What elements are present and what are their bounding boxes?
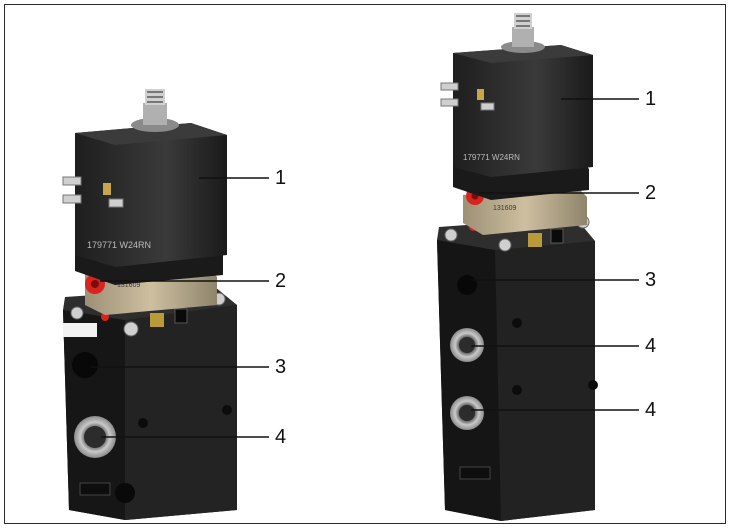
callout-right-1: 1 xyxy=(645,88,657,110)
right-coil: 179771 W24RN xyxy=(453,45,593,177)
left-port-4 xyxy=(74,416,116,458)
right-stem-nut xyxy=(501,13,545,53)
left-stem-nut xyxy=(131,89,179,132)
left-port-3 xyxy=(72,352,98,378)
valve-illustration: 131609 179771 W24RN xyxy=(62,13,639,521)
callout-right-4b: 4 xyxy=(645,399,657,421)
figure-frame: 131609 179771 W24RN xyxy=(4,4,726,524)
callout-left-4: 4 xyxy=(275,426,287,448)
callout-right-3: 3 xyxy=(645,269,657,291)
callout-right-2: 2 xyxy=(645,182,657,204)
callout-right-4a: 4 xyxy=(645,335,657,357)
svg-text:179771 W24RN: 179771 W24RN xyxy=(463,153,520,162)
callout-left-2: 2 xyxy=(275,270,287,292)
callout-left-1: 1 xyxy=(275,167,287,189)
right-port-4-lower xyxy=(450,396,484,430)
svg-text:179771 W24RN: 179771 W24RN xyxy=(87,240,151,250)
left-coil: 179771 W24RN xyxy=(75,123,227,267)
right-valve-body xyxy=(437,215,598,521)
right-port-4-upper xyxy=(450,328,484,362)
left-valve: 131609 179771 W24RN xyxy=(62,89,237,520)
leader-lines xyxy=(91,98,639,438)
svg-text:131609: 131609 xyxy=(117,282,140,289)
callout-left-3: 3 xyxy=(275,356,287,378)
svg-text:131609: 131609 xyxy=(493,205,516,212)
right-valve: 131609 179771 W24RN xyxy=(437,13,598,521)
right-port-3 xyxy=(457,275,477,295)
left-connector-tabs xyxy=(62,176,124,208)
right-connector-tabs xyxy=(440,82,495,111)
